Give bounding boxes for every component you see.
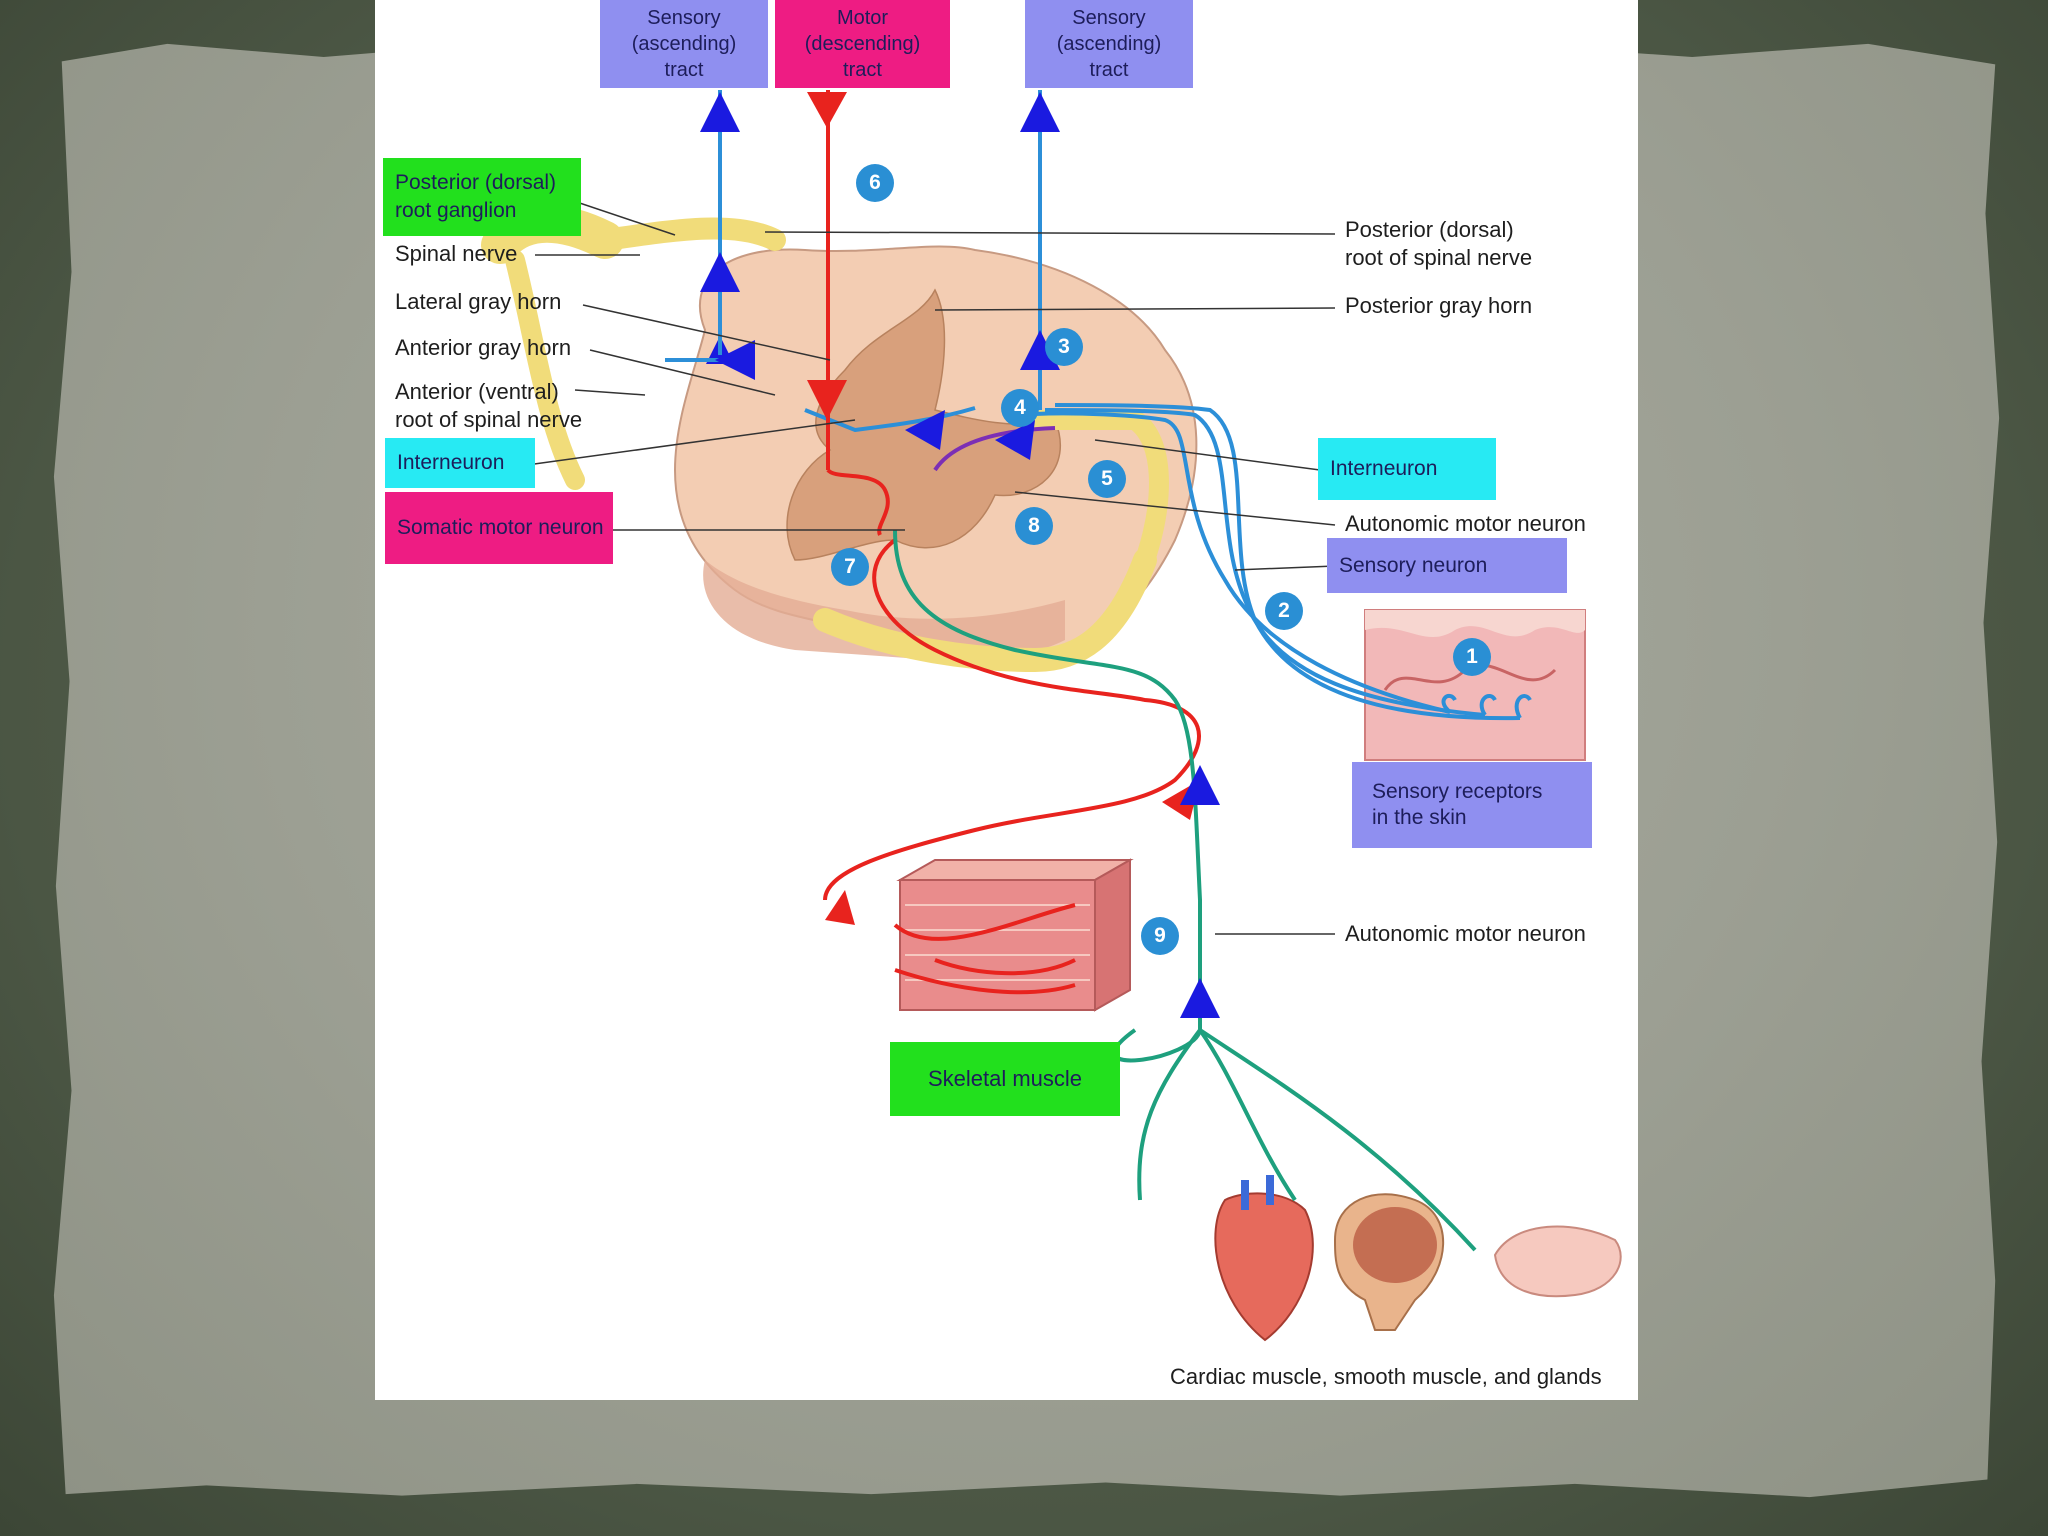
sensory-ascending-tract-box-right: Sensory (ascending) tract bbox=[1025, 0, 1193, 88]
posterior-root-ganglion-box: Posterior (dorsal) root ganglion bbox=[383, 158, 581, 236]
step-marker-9: 9 bbox=[1141, 917, 1179, 955]
effectors-caption: Cardiac muscle, smooth muscle, and gland… bbox=[1170, 1364, 1602, 1389]
step-marker-1: 1 bbox=[1453, 638, 1491, 676]
effector-organs bbox=[1214, 1175, 1622, 1342]
interneuron-box-right: Interneuron bbox=[1318, 438, 1496, 500]
spinal-nerve-label: Spinal nerve bbox=[395, 241, 518, 266]
step-marker-5: 5 bbox=[1088, 460, 1126, 498]
step-marker-2: 2 bbox=[1265, 592, 1303, 630]
step-marker-3: 3 bbox=[1045, 328, 1083, 366]
skin-illustration bbox=[1364, 609, 1586, 761]
sensory-pathways bbox=[665, 90, 1532, 721]
anterior-gray-horn-label: Anterior gray horn bbox=[395, 335, 572, 360]
arrowheads bbox=[700, 92, 1220, 1018]
step-marker-7: 7 bbox=[831, 548, 869, 586]
step-marker-6: 6 bbox=[856, 164, 894, 202]
lateral-gray-horn-label: Lateral gray horn bbox=[395, 289, 562, 314]
diagram-artwork bbox=[481, 90, 1622, 1342]
posterior-root-label: Posterior (dorsal) root of spinal nerve bbox=[1345, 217, 1533, 270]
autonomic-motor-neuron-label-bottom: Autonomic motor neuron bbox=[1345, 921, 1586, 946]
sensory-receptors-box: Sensory receptors in the skin bbox=[1352, 762, 1592, 848]
motor-descending-tract-box: Motor (descending) tract bbox=[775, 0, 950, 88]
leader-lines bbox=[526, 187, 1336, 935]
interneuron-pathway bbox=[933, 426, 1056, 472]
step-marker-8: 8 bbox=[1015, 507, 1053, 545]
sensory-neuron-box: Sensory neuron bbox=[1327, 538, 1567, 593]
anterior-root-label: Anterior (ventral) root of spinal nerve bbox=[395, 379, 583, 432]
skeletal-muscle-illustration bbox=[896, 858, 1134, 1012]
autonomic-motor-neuron-label-top: Autonomic motor neuron bbox=[1345, 511, 1586, 536]
posterior-gray-horn-label: Posterior gray horn bbox=[1345, 293, 1533, 318]
somatic-motor-neuron-box: Somatic motor neuron bbox=[385, 492, 613, 564]
interneuron-box-left: Interneuron bbox=[385, 438, 535, 488]
skeletal-muscle-box: Skeletal muscle bbox=[890, 1042, 1120, 1116]
sensory-ascending-tract-box-left: Sensory (ascending) tract bbox=[600, 0, 768, 88]
step-marker-4: 4 bbox=[1001, 389, 1039, 427]
reflex-arc-figure: Sensory (ascending) tract Motor (descend… bbox=[375, 0, 1638, 1400]
nerve-roots bbox=[481, 204, 1169, 673]
